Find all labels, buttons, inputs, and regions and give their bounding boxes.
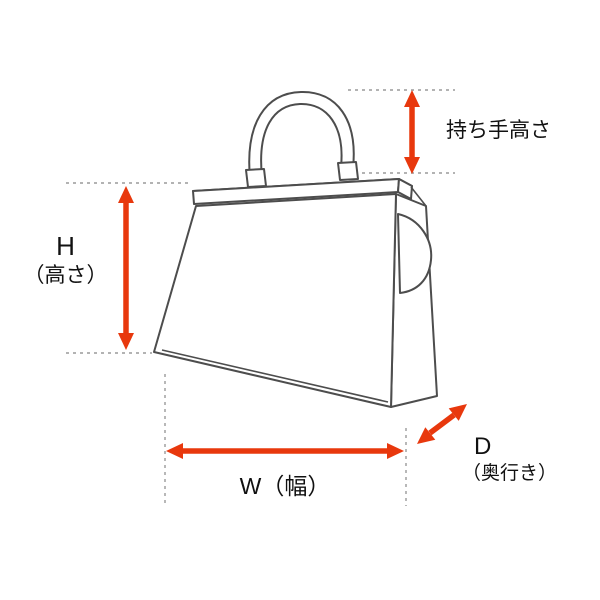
side-gusset-flap xyxy=(397,213,433,294)
depth-letter: D xyxy=(474,433,492,460)
handle-attachment-right xyxy=(337,161,359,181)
height-word: （高さ） xyxy=(23,263,108,287)
arrow-head-lower-left xyxy=(417,427,436,444)
handle-height-text: 持ち手高さ xyxy=(446,119,551,142)
handle-attachment-left xyxy=(245,168,267,188)
depth-label: D （奥行き） xyxy=(462,432,592,486)
arrow-head-down xyxy=(404,157,420,174)
frame-back-edge xyxy=(410,186,427,207)
bag-illustration xyxy=(153,90,438,408)
bottom-seam xyxy=(161,349,389,403)
guide-lines xyxy=(66,89,455,506)
arrow-head-down xyxy=(118,333,134,350)
width-arrow xyxy=(166,443,404,459)
height-arrow xyxy=(118,186,134,350)
bag-front-panel xyxy=(153,193,397,408)
arrow-head-upper-right xyxy=(448,404,467,421)
width-label: W（幅） xyxy=(195,472,375,501)
arrow-head-left xyxy=(166,443,183,459)
handle-height-arrow xyxy=(404,90,420,174)
depth-word: （奥行き） xyxy=(462,463,558,484)
arrow-head-up xyxy=(404,90,420,107)
height-letter: H xyxy=(56,231,75,261)
width-text: W（幅） xyxy=(239,473,331,499)
arrow-head-up xyxy=(118,186,134,203)
dimension-arrows xyxy=(118,90,467,459)
height-label: H （高さ） xyxy=(18,230,113,289)
arrow-head-right xyxy=(387,443,404,459)
depth-arrow xyxy=(417,404,467,444)
arrow-shaft xyxy=(428,412,456,436)
handle-height-label: 持ち手高さ xyxy=(446,118,586,144)
